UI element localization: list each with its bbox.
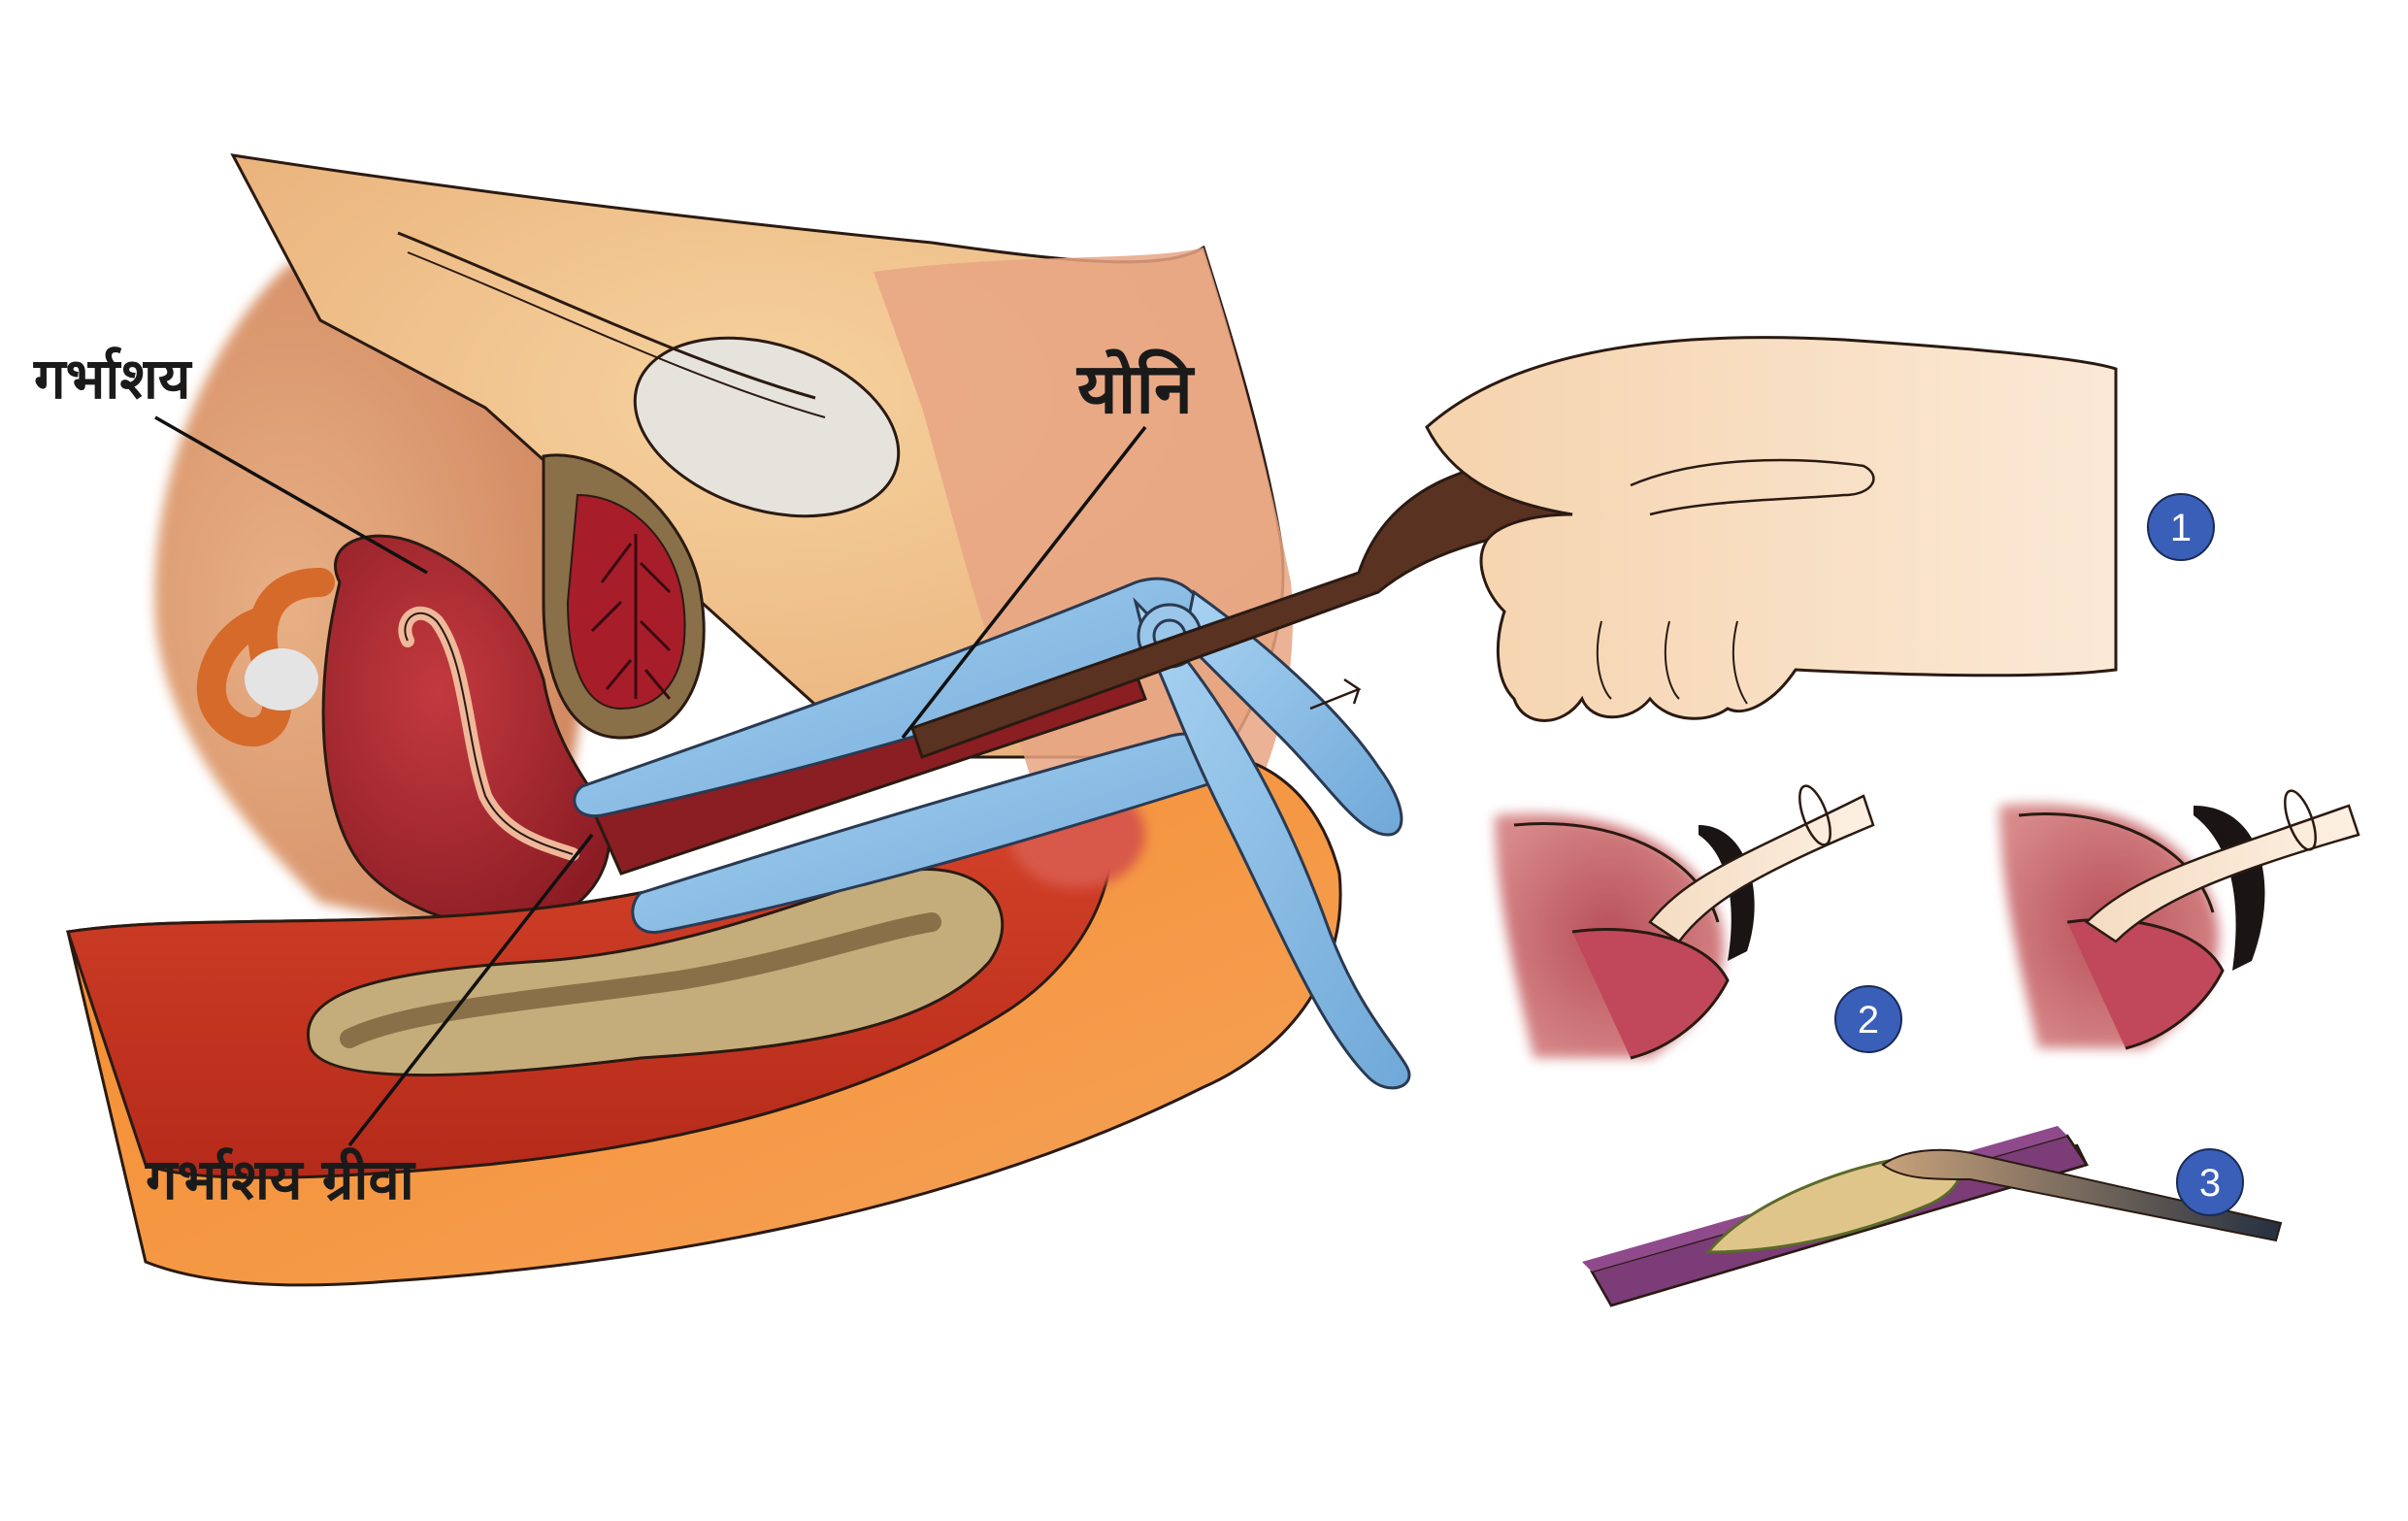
step-badge-3: 3 bbox=[2176, 1148, 2244, 1216]
rectum-folds bbox=[590, 534, 672, 700]
leader-vagina bbox=[901, 425, 1147, 740]
speculum-lever bbox=[1182, 589, 1403, 837]
step-2-brush-left bbox=[1495, 784, 1875, 1060]
cytobrush-right bbox=[2085, 804, 2360, 943]
rectum-lumen bbox=[566, 493, 686, 711]
leader-uterus bbox=[154, 415, 428, 575]
bladder bbox=[633, 336, 901, 518]
step-badge-2: 2 bbox=[1834, 985, 1902, 1053]
svg-text:1: 1 bbox=[2170, 507, 2192, 549]
label-uterus-group: गर्भाशय bbox=[33, 346, 428, 575]
anatomy-cross-section bbox=[66, 153, 1342, 1287]
label-vagina-group: योनि bbox=[901, 347, 1196, 740]
svg-text:2: 2 bbox=[1858, 999, 1879, 1042]
step-badge-1: 1 bbox=[2147, 493, 2215, 561]
cytobrush-left bbox=[1648, 794, 1875, 943]
ovary bbox=[245, 648, 318, 711]
label-cervix: गर्भाशय ग्रीवा bbox=[145, 1146, 416, 1212]
hand-with-spatula bbox=[910, 336, 2118, 759]
fallopian-tube bbox=[196, 568, 335, 747]
swab bbox=[1881, 1148, 2283, 1242]
hand bbox=[1425, 336, 2118, 722]
leader-cervix bbox=[347, 833, 594, 1147]
label-vagina: योनि bbox=[1075, 347, 1196, 429]
step-2-brush-right bbox=[1999, 789, 2360, 1050]
pubic-bone bbox=[397, 231, 816, 400]
label-uterus: गर्भाशय bbox=[33, 346, 193, 412]
svg-text:3: 3 bbox=[2199, 1162, 2221, 1205]
rectum-lower bbox=[307, 868, 1004, 1076]
speculum bbox=[573, 577, 1411, 1090]
step-3-slide bbox=[1582, 1126, 2283, 1307]
speculum-handle bbox=[1133, 597, 1411, 1090]
label-cervix-group: गर्भाशय ग्रीवा bbox=[145, 833, 594, 1212]
